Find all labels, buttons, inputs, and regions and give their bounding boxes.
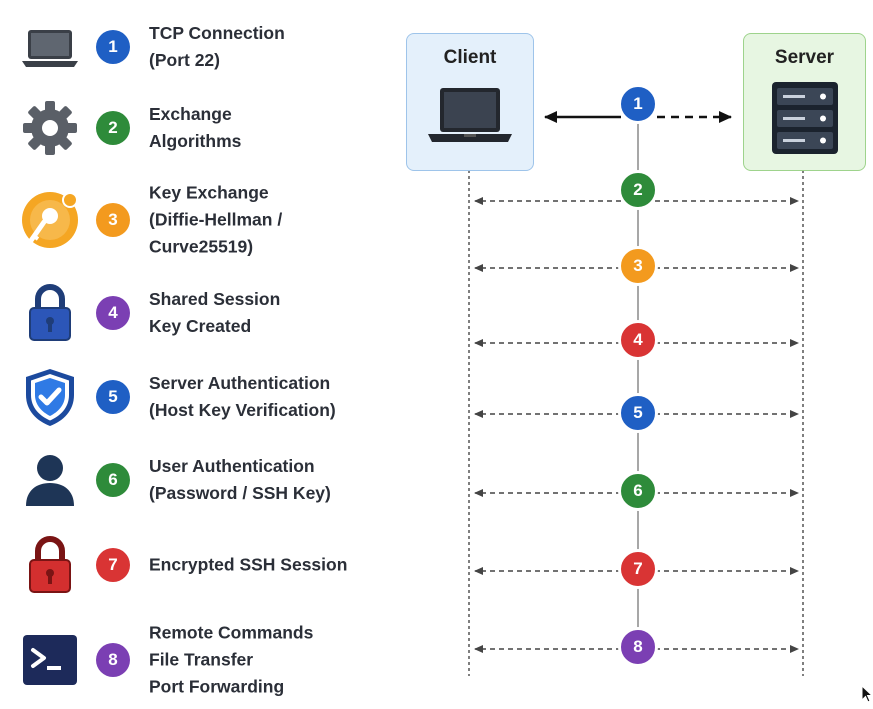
flow-badge-1: 1 [618,84,658,124]
step-badge-4: 4 [96,296,130,330]
step-badge-5: 5 [96,380,130,414]
laptop-icon [16,13,84,81]
step-badge-6: 6 [96,463,130,497]
step-badge-8: 8 [96,643,130,677]
step-label-7: Encrypted SSH Session [149,554,348,575]
server-box: Server [743,33,866,171]
lock-red-icon [16,531,84,599]
mouse-cursor-icon [861,685,873,703]
step-badge-2: 2 [96,111,130,145]
client-title: Client [443,47,497,68]
lock-blue-icon [16,279,84,347]
shield-check-icon [16,363,84,431]
step-badge-1: 1 [96,30,130,64]
step-label-1: TCP Connection(Port 22) [149,23,285,70]
flow-badge-3: 3 [618,246,658,286]
step-row-1: 1 TCP Connection(Port 22) [0,7,400,87]
client-laptop-icon [428,88,512,142]
step-row-5: 5 Server Authentication(Host Key Verific… [0,357,400,437]
user-icon [16,446,84,514]
flow-badge-8: 8 [618,627,658,667]
flow-badge-7: 7 [618,549,658,589]
step-row-7: 7 Encrypted SSH Session [0,525,400,605]
flow-badge-6: 6 [618,471,658,511]
key-exchange-icon [16,186,84,254]
gear-icon [16,94,84,162]
flow-badge-5: 5 [618,393,658,433]
step-label-5: Server Authentication(Host Key Verificat… [149,373,336,420]
step-row-3: 3 Key Exchange(Diffie-Hellman /Curve2551… [0,180,400,260]
step-badge-7: 7 [96,548,130,582]
step-row-6: 6 User Authentication(Password / SSH Key… [0,440,400,520]
client-box: Client [406,33,534,171]
step-label-3: Key Exchange(Diffie-Hellman /Curve25519) [149,182,283,257]
step-badge-3: 3 [96,203,130,237]
flow-badge-2: 2 [618,170,658,210]
step-label-6: User Authentication(Password / SSH Key) [149,456,331,503]
terminal-icon [16,626,84,694]
flow-badge-4: 4 [618,320,658,360]
server-rack-icon [772,82,838,154]
server-title: Server [774,47,835,68]
